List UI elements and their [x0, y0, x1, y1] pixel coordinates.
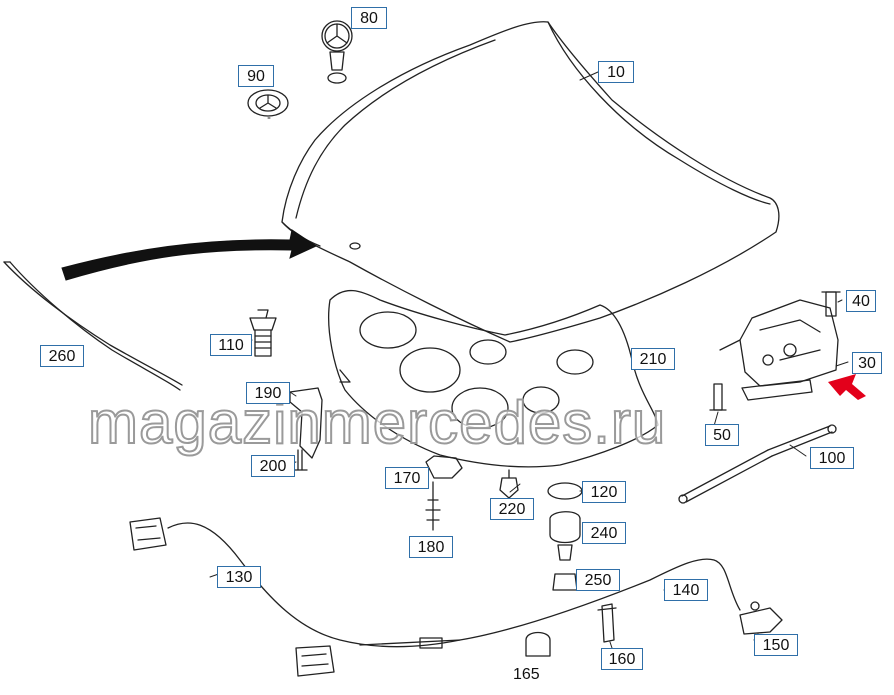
hood-panel — [281, 21, 780, 343]
callout-110: 110 — [210, 334, 252, 356]
clip-220 — [499, 469, 519, 499]
badge-emblem — [247, 89, 289, 117]
callout-160: 160 — [601, 648, 643, 670]
callout-120: 120 — [582, 481, 626, 503]
hood-hinge — [709, 291, 841, 411]
star-emblem — [321, 20, 353, 84]
bracket-part — [289, 387, 323, 471]
callout-240: 240 — [582, 522, 626, 544]
leader-lines — [209, 71, 849, 649]
hood-inner-panel — [328, 289, 659, 468]
callout-180: 180 — [409, 536, 453, 558]
assembly-arrow — [61, 229, 318, 281]
callout-90: 90 — [238, 65, 274, 87]
release-handle-upper — [129, 517, 167, 551]
callout-190: 190 — [246, 382, 290, 404]
catch-part — [739, 601, 783, 635]
callout-140: 140 — [664, 579, 708, 601]
callout-150: 150 — [754, 634, 798, 656]
callout-80: 80 — [351, 7, 387, 29]
buffer-part — [249, 309, 277, 357]
callout-100: 100 — [810, 447, 854, 469]
callout-220: 220 — [490, 498, 534, 520]
highlight-arrow — [828, 374, 866, 400]
guide-part — [597, 603, 617, 643]
seal-strip — [3, 261, 183, 391]
callout-210: 210 — [631, 348, 675, 370]
callout-50: 50 — [705, 424, 739, 446]
callout-260: 260 — [40, 345, 84, 367]
watermark-text: magazinmercedes.ru — [87, 388, 667, 457]
callout-40: 40 — [846, 290, 876, 312]
callout-30: 30 — [852, 352, 882, 374]
clip-part — [425, 455, 463, 531]
callout-250: 250 — [576, 569, 620, 591]
release-cable — [167, 522, 741, 649]
callout-170: 170 — [385, 467, 429, 489]
cable-clip — [525, 631, 551, 657]
gas-strut — [678, 424, 837, 504]
callout-165: 165 — [513, 666, 540, 683]
release-handle-lower — [295, 645, 335, 677]
callout-200: 200 — [251, 455, 295, 477]
callout-10: 10 — [598, 61, 634, 83]
callout-130: 130 — [217, 566, 261, 588]
